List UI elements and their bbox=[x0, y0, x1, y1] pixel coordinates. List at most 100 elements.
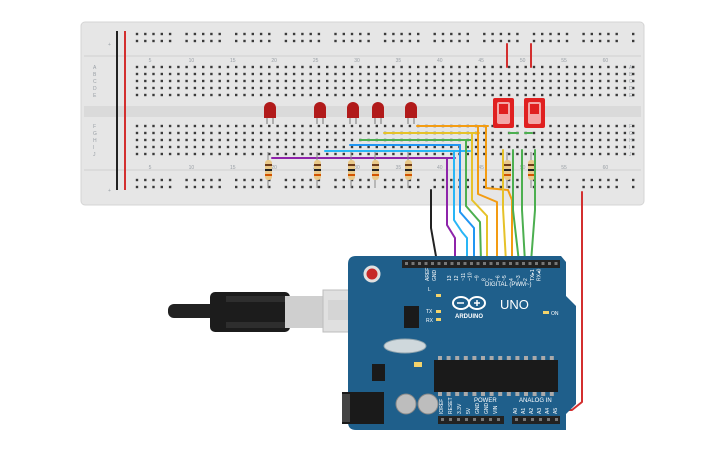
breadboard-hole bbox=[598, 131, 602, 135]
header-pin bbox=[457, 262, 460, 265]
breadboard-hole bbox=[499, 178, 503, 182]
breadboard-hole bbox=[210, 185, 213, 189]
model-label: UNO bbox=[500, 297, 529, 312]
breadboard-hole bbox=[565, 39, 569, 43]
breadboard-hole bbox=[350, 72, 354, 76]
breadboard-hole bbox=[582, 32, 585, 36]
chip-pin bbox=[472, 356, 477, 360]
digital-pin-label: ~3 bbox=[516, 275, 522, 281]
breadboard-hole bbox=[557, 185, 560, 189]
analog-pin-label: A1 bbox=[521, 408, 527, 414]
breadboard-hole bbox=[565, 145, 569, 149]
breadboard-hole bbox=[218, 185, 221, 189]
breadboard-hole bbox=[549, 178, 552, 182]
breadboard-hole bbox=[309, 185, 312, 189]
breadboard-hole bbox=[317, 185, 321, 189]
led-2 bbox=[314, 102, 326, 124]
breadboard-hole bbox=[218, 138, 221, 142]
breadboard-hole bbox=[326, 93, 329, 97]
breadboard-hole bbox=[367, 79, 370, 83]
breadboard-hole bbox=[210, 131, 213, 135]
column-label: 10 bbox=[189, 58, 195, 64]
breadboard-hole bbox=[392, 39, 395, 43]
breadboard-hole bbox=[235, 138, 238, 142]
breadboard-hole bbox=[210, 86, 213, 90]
breadboard-hole bbox=[532, 145, 536, 149]
breadboard-hole bbox=[450, 79, 453, 83]
chip-pin bbox=[549, 356, 554, 360]
breadboard-hole bbox=[557, 138, 560, 142]
breadboard-hole bbox=[243, 145, 246, 149]
breadboard-hole bbox=[483, 93, 486, 97]
breadboard-hole bbox=[168, 32, 172, 36]
breadboard-hole bbox=[433, 152, 436, 156]
breadboard-hole bbox=[342, 93, 345, 97]
breadboard-hole bbox=[210, 145, 213, 149]
breadboard-hole bbox=[226, 79, 230, 83]
breadboard-hole bbox=[549, 145, 552, 149]
breadboard-hole bbox=[383, 178, 387, 182]
breadboard-hole bbox=[565, 72, 569, 76]
wire-pin-10 bbox=[465, 139, 482, 263]
breadboard-hole bbox=[598, 124, 602, 128]
resistor-4 bbox=[372, 152, 379, 188]
breadboard-hole bbox=[450, 145, 453, 149]
breadboard-hole bbox=[160, 32, 163, 36]
breadboard-hole bbox=[317, 124, 321, 128]
column-label: 35 bbox=[396, 58, 402, 64]
header-pin bbox=[483, 262, 486, 265]
reset-button[interactable] bbox=[363, 265, 381, 283]
breadboard-hole bbox=[292, 93, 296, 97]
breadboard-hole bbox=[350, 185, 354, 189]
breadboard-hole bbox=[541, 72, 544, 76]
breadboard-hole bbox=[392, 79, 395, 83]
breadboard-hole bbox=[301, 65, 304, 69]
breadboard-hole bbox=[507, 93, 511, 97]
on-label: ON bbox=[551, 311, 559, 317]
breadboard-hole bbox=[168, 185, 172, 189]
breadboard-hole bbox=[425, 86, 428, 90]
breadboard-hole bbox=[309, 72, 312, 76]
breadboard-hole bbox=[408, 178, 412, 182]
breadboard-hole bbox=[549, 39, 552, 43]
breadboard-hole bbox=[350, 138, 354, 142]
breadboard-hole bbox=[160, 185, 163, 189]
breadboard-hole bbox=[417, 145, 420, 149]
breadboard-hole bbox=[383, 124, 387, 128]
chip-pin bbox=[481, 392, 485, 396]
column-label: 30 bbox=[354, 165, 360, 171]
breadboard-hole bbox=[507, 72, 511, 76]
breadboard-hole bbox=[268, 138, 271, 142]
breadboard-hole bbox=[317, 65, 321, 69]
digital-header bbox=[402, 260, 560, 268]
header-pin bbox=[502, 262, 506, 265]
breadboard-hole bbox=[565, 32, 569, 36]
breadboard-hole bbox=[193, 86, 197, 90]
breadboard-hole bbox=[342, 32, 345, 36]
breadboard-hole bbox=[607, 93, 610, 97]
led-5 bbox=[405, 102, 417, 124]
header-pin bbox=[548, 262, 551, 265]
breadboard-hole bbox=[632, 72, 635, 76]
breadboard-hole bbox=[433, 178, 436, 182]
breadboard-hole bbox=[474, 152, 478, 156]
breadboard-hole bbox=[598, 152, 602, 156]
breadboard-hole bbox=[516, 93, 519, 97]
breadboard-hole bbox=[292, 131, 296, 135]
breadboard-hole bbox=[590, 178, 593, 182]
breadboard-hole bbox=[135, 93, 139, 97]
breadboard-hole bbox=[193, 178, 197, 182]
breadboard-hole bbox=[433, 86, 436, 90]
breadboard-hole bbox=[549, 124, 552, 128]
breadboard-hole bbox=[243, 39, 246, 43]
breadboard-hole bbox=[350, 145, 354, 149]
breadboard-hole bbox=[375, 124, 378, 128]
breadboard-hole bbox=[350, 124, 354, 128]
header-pin bbox=[465, 418, 468, 421]
breadboard-hole bbox=[607, 39, 610, 43]
header-pin bbox=[431, 262, 434, 265]
breadboard-hole bbox=[400, 93, 403, 97]
breadboard-hole bbox=[235, 86, 238, 90]
